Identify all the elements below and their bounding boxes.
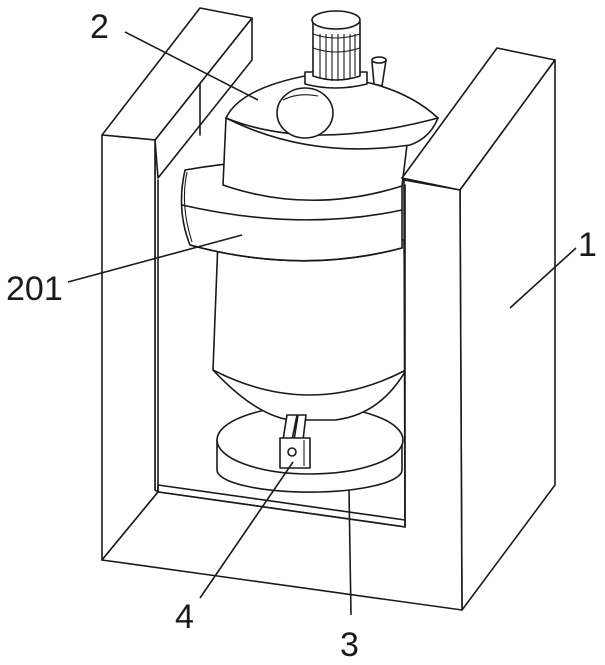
label-2: 2 [90,8,109,46]
motor [305,11,367,88]
side-port [277,88,333,138]
label-201: 201 [6,270,63,308]
label-1: 1 [578,226,597,264]
top-pipe [372,57,386,86]
label-4: 4 [175,598,194,636]
label-3: 3 [340,626,359,664]
leader-3 [349,490,351,615]
